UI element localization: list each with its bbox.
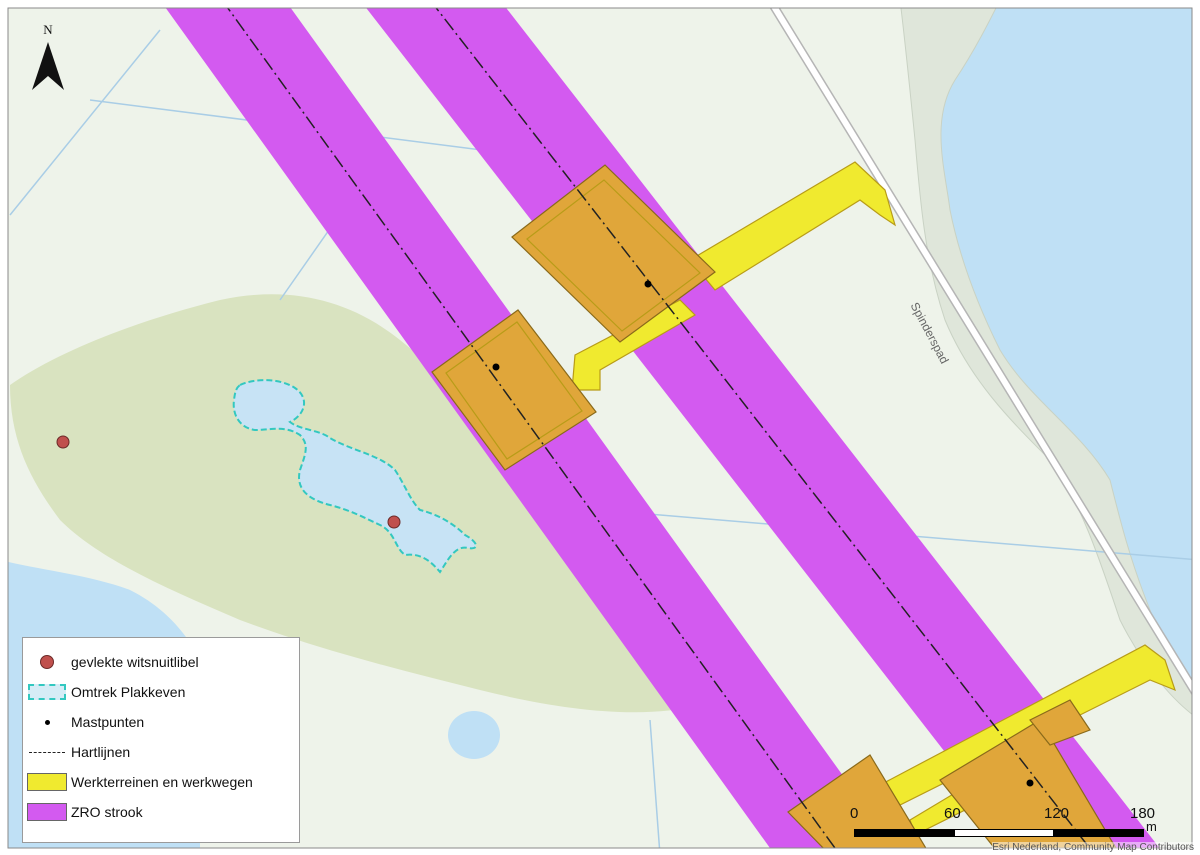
dashed-line-icon [29, 751, 65, 753]
scale-segment [854, 829, 954, 837]
hartlijnen [226, 8, 1091, 848]
yellow-fill-icon [27, 773, 67, 791]
scale-segment [1054, 829, 1144, 837]
attribution: Esri Nederland, Community Map Contributo… [992, 842, 1194, 853]
scale-label-60: 60 [944, 805, 961, 822]
legend-item-hartlijnen: Hartlijnen [23, 740, 299, 764]
werkwegen [571, 161, 1176, 836]
map-frame [7, 7, 1193, 849]
legend-item-plakkeven: Omtrek Plakkeven [23, 680, 299, 704]
north-label: N [43, 22, 53, 37]
water-pond-south [448, 711, 500, 759]
north-arrow-icon [32, 42, 64, 90]
plakkeven-outline [232, 379, 477, 574]
legend-item-werkterreinen: Werkterreinen en werkwegen [23, 770, 299, 794]
scale-label-120: 120 [1044, 805, 1070, 822]
north-arrow: N [28, 22, 68, 99]
black-dot-icon [44, 719, 50, 725]
legend-item-mastpunten: Mastpunten [23, 710, 299, 734]
legend-item-zro: ZRO strook [23, 800, 299, 824]
dashed-outline-icon [28, 684, 66, 700]
red-dot-icon [40, 655, 54, 669]
observation-point [387, 515, 401, 529]
legend-label: Omtrek Plakkeven [71, 684, 186, 700]
legend-label: ZRO strook [71, 804, 143, 820]
scale-segment [954, 829, 1054, 837]
legend-label: Werkterreinen en werkwegen [71, 774, 253, 790]
mastpunt [492, 363, 500, 371]
observation-point [56, 435, 70, 449]
scale-unit: m [1146, 819, 1157, 834]
legend: gevlekte witsnuitlibel Omtrek Plakkeven … [22, 637, 300, 843]
water-lake-east [940, 8, 1192, 682]
observations-witsnuitlibel [56, 435, 401, 529]
mastpunt [644, 280, 652, 288]
legend-label: gevlekte witsnuitlibel [71, 654, 199, 670]
legend-label: Mastpunten [71, 714, 145, 730]
mastpunt [1026, 779, 1034, 787]
scale-label-0: 0 [850, 805, 859, 822]
scale-label-180: 180 [1130, 805, 1156, 822]
scale-bar: 0 60 120 180 m [850, 805, 1157, 845]
legend-label: Hartlijnen [71, 744, 131, 760]
mastpunten [492, 280, 1034, 787]
legend-item-witsnuitlibel: gevlekte witsnuitlibel [23, 650, 299, 674]
magenta-fill-icon [27, 803, 67, 821]
